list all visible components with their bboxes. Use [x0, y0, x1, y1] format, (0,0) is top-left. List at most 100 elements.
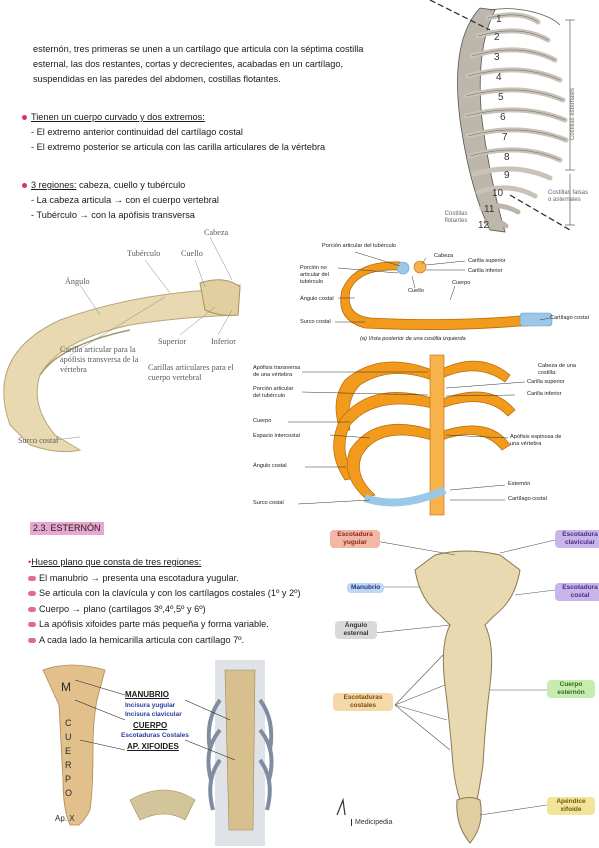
photo-letter: P — [65, 774, 72, 784]
tag-cuerpo-esternon: Cuerpo esternón — [547, 680, 595, 698]
thorax-diagram-figure: Apófisis transversa de una vértebra Porc… — [250, 350, 599, 520]
rib-number: 6 — [500, 112, 506, 123]
rib-number: 5 — [498, 92, 504, 103]
label-porcion-articular: Porción articular del tubérculo — [253, 386, 294, 399]
tag-escotadura-costal: Escotadura costal — [555, 583, 599, 601]
sternum-diagram-figure: Escotadura yugular Escotadura clavicular… — [325, 525, 599, 848]
extremes-item: - El extremo anterior continuidad del ca… — [31, 127, 243, 137]
label-cartilago-costal-diagram: Cartílago costal — [550, 315, 589, 321]
regions-heading: 3 regiones: — [31, 180, 77, 190]
label-cartilago-costal-thorax: Cartílago costal — [508, 496, 547, 502]
label-cabeza-costilla: Cabeza de una costilla: — [538, 363, 576, 376]
sternum-item: Cuerpo → plano (cartílagos 3º,4º,5º y 6º… — [39, 603, 206, 614]
regions-heading-rest: cabeza, cuello y tubérculo — [76, 180, 186, 190]
sternum-item: El manubrio → presenta una escotadura yu… — [39, 572, 239, 583]
sternum-item: La apófisis xifoides parte más pequeña y… — [39, 619, 269, 629]
label-carilla-superior-thorax: Carilla superior — [527, 379, 565, 385]
rib-posterior-illustration — [335, 251, 553, 330]
rib-number: 4 — [496, 72, 502, 83]
ribcage-figure: 1 2 3 4 5 6 7 8 9 10 11 12 Costillas est… — [420, 0, 599, 240]
label-apofisis-transversa: Apófisis transversa de una vértebra — [253, 365, 301, 378]
tag-apendice-xifoide: Apéndice xifoide — [547, 797, 595, 815]
photo-letter: M — [61, 680, 71, 694]
extremes-item: - El extremo posterior se articula con l… — [31, 142, 326, 152]
label-superior: Superior — [158, 337, 187, 346]
diagram-caption: (a) Vista posterior de una costilla izqu… — [360, 336, 466, 342]
extremes-heading: Tienen un cuerpo curvado y dos extremos: — [31, 112, 205, 122]
label-apofisis-espinosa: Apófisis espinosa de una vértebra — [510, 434, 562, 447]
label-surco-costal-diagram: Surco costal — [300, 319, 331, 325]
label-cuerpo-diagram: Cuerpo — [452, 280, 471, 286]
label-inferior: Inferior — [211, 337, 237, 346]
tag-escotadura-yugular: Escotadura yugular — [330, 530, 380, 548]
photo-letter: Ap. X — [55, 814, 75, 823]
label-cabeza-diagram: Cabeza — [434, 253, 454, 259]
label-carilla-superior: Carilla superior — [468, 258, 506, 264]
label-surco-costal-thorax: Surco costal — [253, 500, 284, 506]
costillas-flotantes-label: Costillas flotantes — [444, 211, 468, 224]
tag-manubrio: Manubrio — [347, 583, 385, 593]
rib-number: 7 — [502, 132, 508, 143]
sternum-bone-illustration — [336, 539, 556, 844]
pen-bullet-icon — [28, 575, 36, 581]
intro-paragraph: esternón, tres primeras se unen a un car… — [33, 42, 413, 87]
bullet-icon — [22, 183, 27, 189]
rib-number: 2 — [494, 32, 500, 43]
pen-bullet-icon — [28, 622, 36, 628]
photo-ap-xifoides: AP. XIFOIDES — [127, 742, 179, 751]
photo-incisura-yugular: Incisura yugular — [125, 702, 176, 709]
extremes-block: Tienen un cuerpo curvado y dos extremos:… — [22, 110, 422, 155]
regions-item: - La cabeza articula → con el cuerpo ver… — [31, 195, 219, 205]
photo-letter: E — [65, 746, 72, 756]
thorax-posterior-illustration — [288, 354, 526, 516]
label-carilla-inferior-thorax: Carilla inferior — [527, 391, 562, 397]
section-title: 2.3. ESTERNÓN — [30, 522, 104, 535]
rib-photo-figure: Cabeza Tubérculo Cuello Ángulo Carilla a… — [0, 225, 245, 475]
pen-bullet-icon — [28, 591, 36, 597]
rib-number: 3 — [494, 52, 500, 63]
label-cuerpo-thorax: Cuerpo — [253, 418, 272, 424]
sternum-item: A cada lado la hemicarilla articula con … — [39, 634, 245, 645]
rib-bone-illustration — [3, 236, 241, 453]
label-angulo: Ángulo — [65, 277, 90, 286]
label-angulo-costal-diagram: Ángulo costal — [300, 296, 334, 302]
sternum-heading: Hueso plano que consta de tres regiones: — [31, 557, 202, 567]
rib-number: 8 — [504, 152, 510, 163]
sternum-photo-illustration — [42, 660, 274, 846]
label-cabeza: Cabeza — [204, 228, 229, 237]
rib-number: 9 — [504, 170, 510, 181]
label-esternon: Esternón — [508, 481, 531, 487]
photo-letter: O — [65, 788, 73, 798]
photo-letter: C — [65, 718, 72, 728]
photo-escotaduras: Escotaduras Costales — [121, 732, 189, 739]
label-carilla-inferior: Carilla inferior — [468, 268, 503, 274]
intro-line: esternal, las dos restantes, cortas y de… — [33, 59, 343, 69]
bullet-icon — [22, 115, 27, 121]
pen-bullet-icon — [28, 637, 36, 643]
photo-letter: R — [65, 760, 72, 770]
label-surco: Surco costal — [18, 436, 59, 445]
photo-incisura-clavicular: Incisura clavicular — [125, 711, 182, 718]
watermark-medicipedia: Medicipedia — [351, 819, 392, 826]
label-espacio-intercostal: Espacio intercostal — [253, 433, 300, 439]
label-porcion-tuberculo: Porción articular del tubérculo — [322, 243, 396, 249]
rib-diagram-figure: Porción articular del tubérculo Cabeza C… — [250, 240, 599, 350]
rib-number: 11 — [484, 204, 495, 215]
label-porcion-no-articular: Porción no articular del tubérculo — [300, 265, 329, 285]
costillas-falsas-label: Costillas falsas o asternales — [548, 190, 589, 203]
tag-angulo-esternal: Ángulo esternal — [335, 621, 377, 639]
sternum-item: Se articula con la clavícula y con los c… — [39, 588, 301, 598]
photo-cuerpo: CUERPO — [133, 721, 168, 730]
tag-escotadura-clavicular: Escotadura clavicular — [555, 530, 599, 548]
label-cuello-diagram: Cuello — [408, 288, 424, 294]
sternum-photo-figure: M C U E R P O Ap. X MANUBRIO Incisura yu… — [35, 660, 320, 846]
rib-number: 10 — [492, 188, 504, 199]
pen-bullet-icon — [28, 606, 36, 612]
label-angulo-costal-thorax: Ángulo costal — [253, 463, 287, 469]
label-tuberculo: Tubérculo — [127, 249, 161, 258]
photo-manubrio: MANUBRIO — [125, 690, 169, 699]
label-carillas-cuerpo: Carillas articulares para el cuerpo vert… — [148, 363, 234, 382]
intro-line: suspendidas en las paredes del abdomen, … — [33, 74, 281, 84]
regions-block: 3 regiones: cabeza, cuello y tubérculo -… — [22, 178, 422, 223]
rib-number: 1 — [496, 14, 502, 25]
